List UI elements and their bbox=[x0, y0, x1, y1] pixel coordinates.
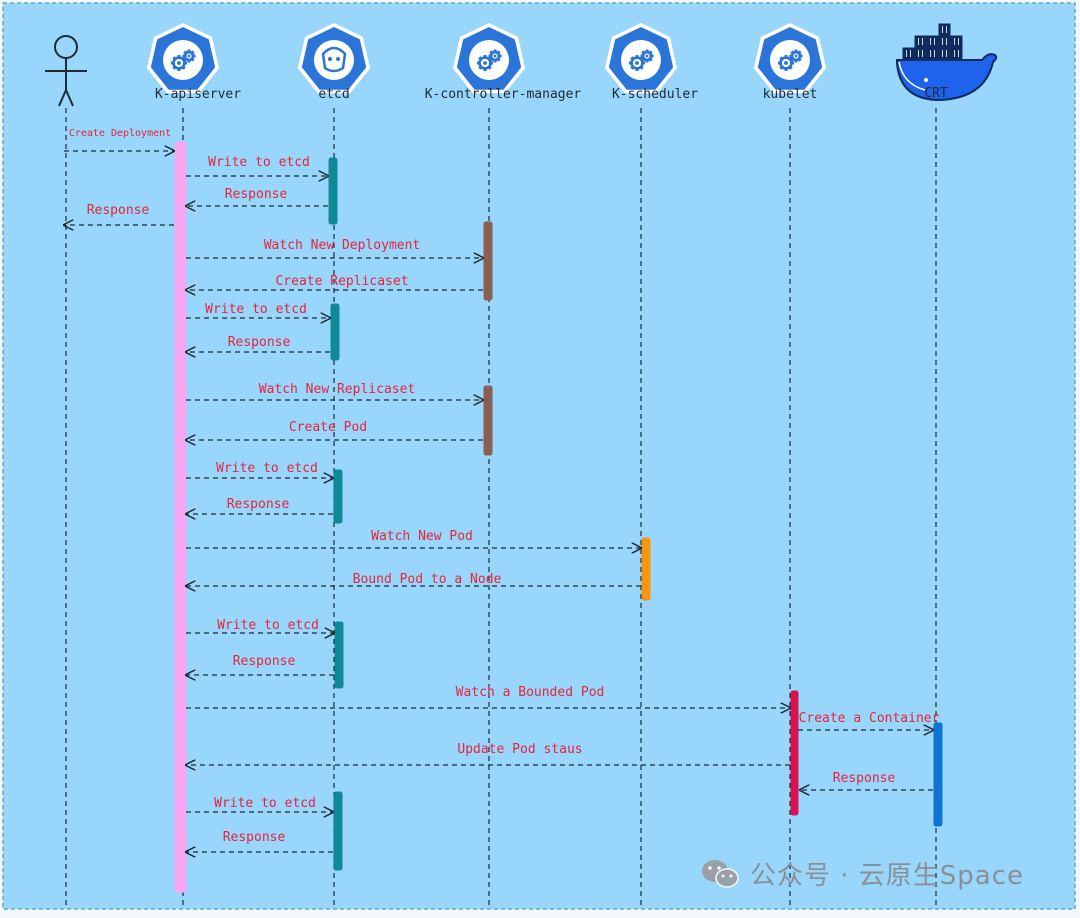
message-label: Response bbox=[227, 497, 290, 512]
activation-bar-etcd bbox=[333, 791, 343, 871]
message-label: Write to etcd bbox=[205, 302, 307, 317]
etcd-icon bbox=[297, 23, 371, 94]
message-label: Watch New Pod bbox=[371, 529, 473, 544]
activation-bar-etcd bbox=[333, 469, 343, 524]
activation-bar-apiserver bbox=[174, 141, 187, 893]
activation-bar-controller bbox=[483, 221, 493, 301]
kubernetes-icon bbox=[452, 23, 526, 94]
message-label: Response bbox=[223, 830, 286, 845]
activation-bar-etcd bbox=[330, 303, 340, 361]
watermark: 公众号 · 云原生Space bbox=[700, 855, 1024, 892]
message-label: Response bbox=[225, 187, 288, 202]
wechat-icon bbox=[702, 859, 739, 888]
activation-bar-etcd bbox=[328, 157, 338, 225]
participant-label-kubelet: kubelet bbox=[763, 87, 818, 102]
participant-label-etcd: etcd bbox=[318, 87, 349, 102]
activation-bar-crt bbox=[933, 722, 943, 827]
message-label: Write to etcd bbox=[208, 155, 310, 170]
kubernetes-icon bbox=[146, 23, 220, 94]
activation-bar-controller bbox=[483, 385, 493, 456]
participant-label-apiserver: K-apiserver bbox=[155, 87, 241, 102]
message-label: Response bbox=[233, 654, 296, 669]
message-label: Response bbox=[87, 203, 150, 218]
message-label: Create Deployment bbox=[69, 128, 171, 139]
activation-bar-scheduler bbox=[641, 537, 651, 601]
activation-bar-etcd bbox=[334, 621, 344, 689]
message-label: Response bbox=[833, 771, 896, 786]
participant-label-controller: K-controller-manager bbox=[425, 87, 582, 102]
watermark-text: 公众号 · 云原生Space bbox=[750, 861, 1025, 891]
message-label: Bound Pod to a Node bbox=[353, 572, 502, 587]
activation-bar-kubelet bbox=[790, 690, 799, 816]
message-label: Watch a Bounded Pod bbox=[456, 685, 605, 700]
message-label: Create a Container bbox=[799, 711, 940, 726]
message-label: Watch New Deployment bbox=[264, 238, 421, 253]
message-label: Create Pod bbox=[289, 420, 367, 435]
docker-whale-icon bbox=[896, 23, 998, 102]
participant-label-scheduler: K-scheduler bbox=[612, 87, 698, 102]
message-label: Write to etcd bbox=[217, 618, 319, 633]
message-label: Create Replicaset bbox=[275, 274, 408, 289]
message-label: Watch New Replicaset bbox=[259, 382, 416, 397]
kubernetes-icon bbox=[753, 23, 827, 94]
participant-label-crt: CRT bbox=[924, 86, 948, 101]
message-label: Response bbox=[228, 335, 291, 350]
kubernetes-icon bbox=[604, 23, 678, 94]
message-label: Write to etcd bbox=[214, 796, 316, 811]
message-label: Update Pod staus bbox=[457, 742, 582, 757]
message-label: Write to etcd bbox=[216, 461, 318, 476]
stick-figure-icon bbox=[45, 35, 87, 107]
